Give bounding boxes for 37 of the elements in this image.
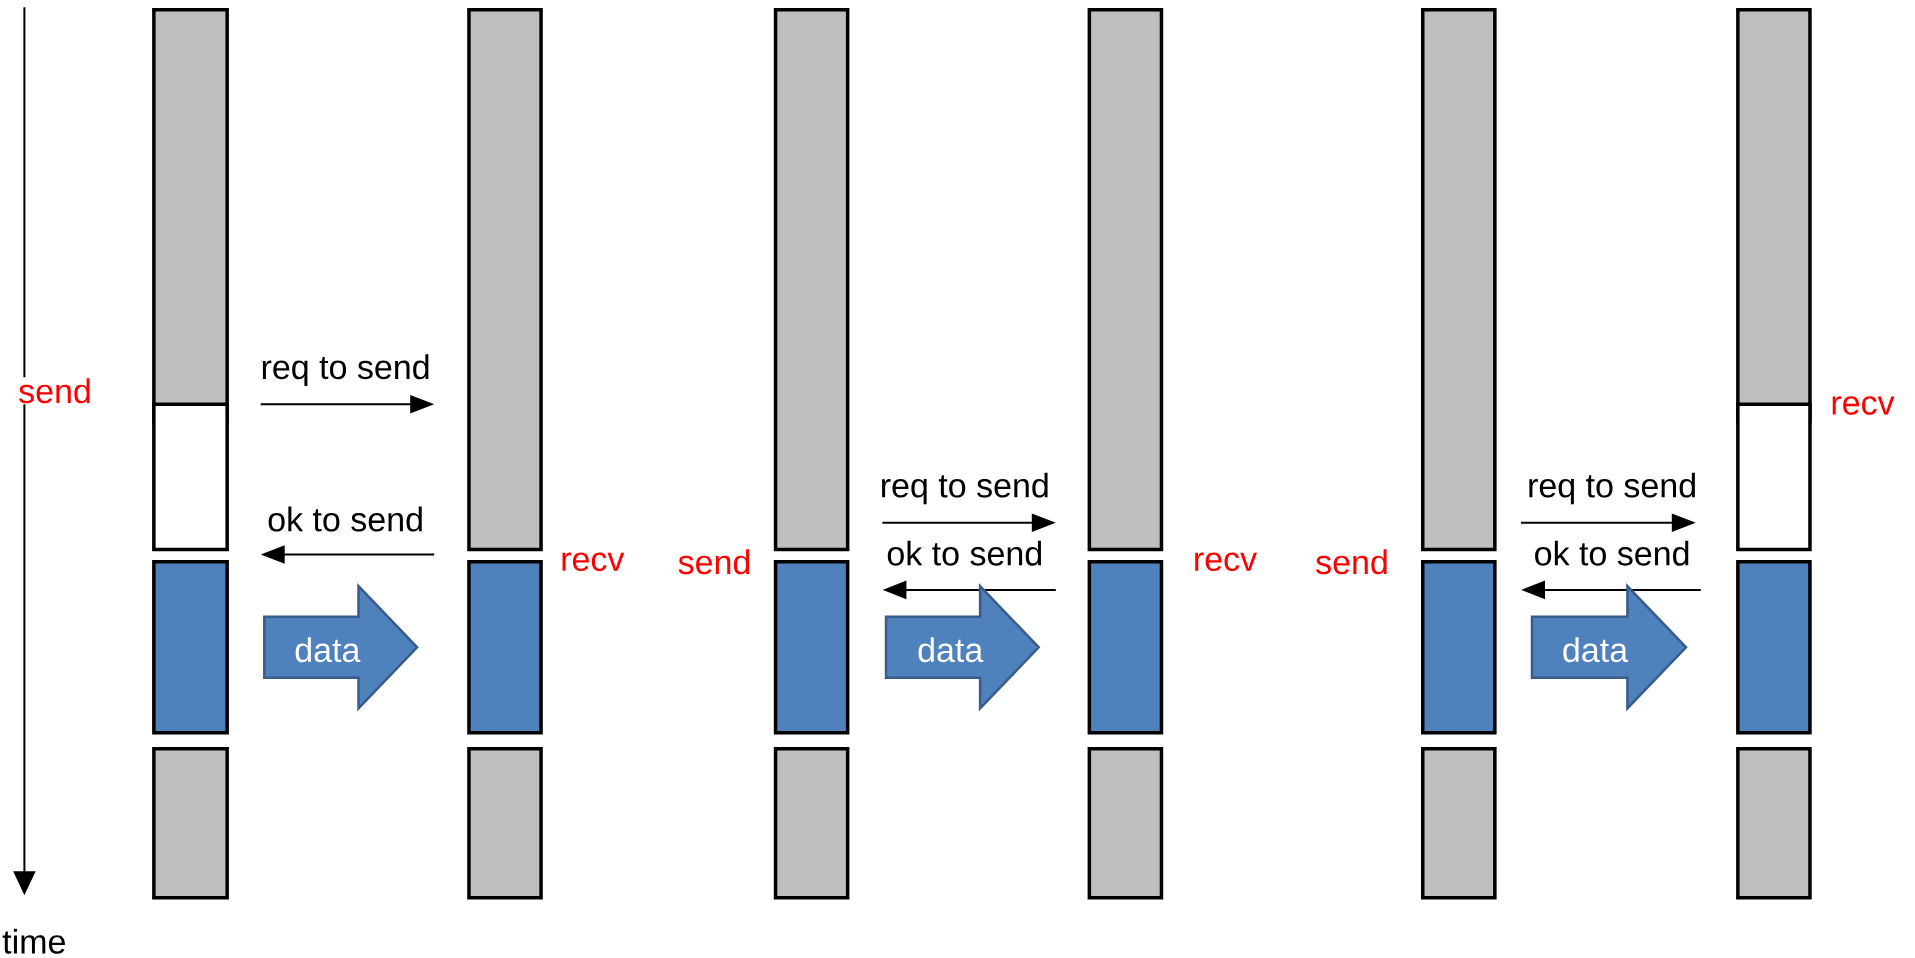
timeline-bar (1087, 8, 1164, 552)
edge-label: req to send (259, 353, 432, 387)
timeline-bar (152, 746, 229, 900)
side-label: recv (1829, 395, 1896, 416)
side-label: send (676, 548, 753, 576)
timeline-bar (152, 560, 229, 735)
edge-label: data (295, 637, 361, 663)
block-arrow (1530, 583, 1688, 712)
timeline-bar (1736, 746, 1812, 900)
timeline-bar (152, 402, 229, 552)
timeline-bar (467, 8, 543, 552)
timeline-bar (1736, 560, 1812, 735)
edge-label: data (1563, 637, 1629, 663)
timeline-bar (1087, 746, 1164, 900)
edge-label: ok to send (885, 539, 1045, 567)
timeline-bar (1421, 560, 1497, 735)
edge-label: ok to send (1532, 539, 1692, 567)
block-arrow (884, 583, 1041, 712)
block-arrow (263, 583, 419, 712)
timeline-bar (467, 746, 543, 900)
timeline-bar (1087, 560, 1164, 735)
side-label: send (1314, 548, 1390, 576)
timeline-bar (1421, 746, 1497, 900)
timeline-bar (1421, 8, 1497, 552)
edge-label: ok to send (266, 505, 426, 533)
edge-label: req to send (1526, 471, 1699, 506)
edge-label: data (918, 637, 984, 663)
side-label: send (17, 377, 93, 405)
axis-label: time (2, 928, 65, 954)
edge-label: req to send (878, 471, 1051, 506)
timeline-bar (773, 560, 850, 735)
side-label: recv (1191, 551, 1259, 573)
side-label: recv (559, 551, 626, 573)
timeline-bar (773, 746, 850, 900)
timeline-bar (773, 8, 850, 552)
timeline-bar (1736, 402, 1812, 552)
timeline-bar (467, 560, 543, 735)
